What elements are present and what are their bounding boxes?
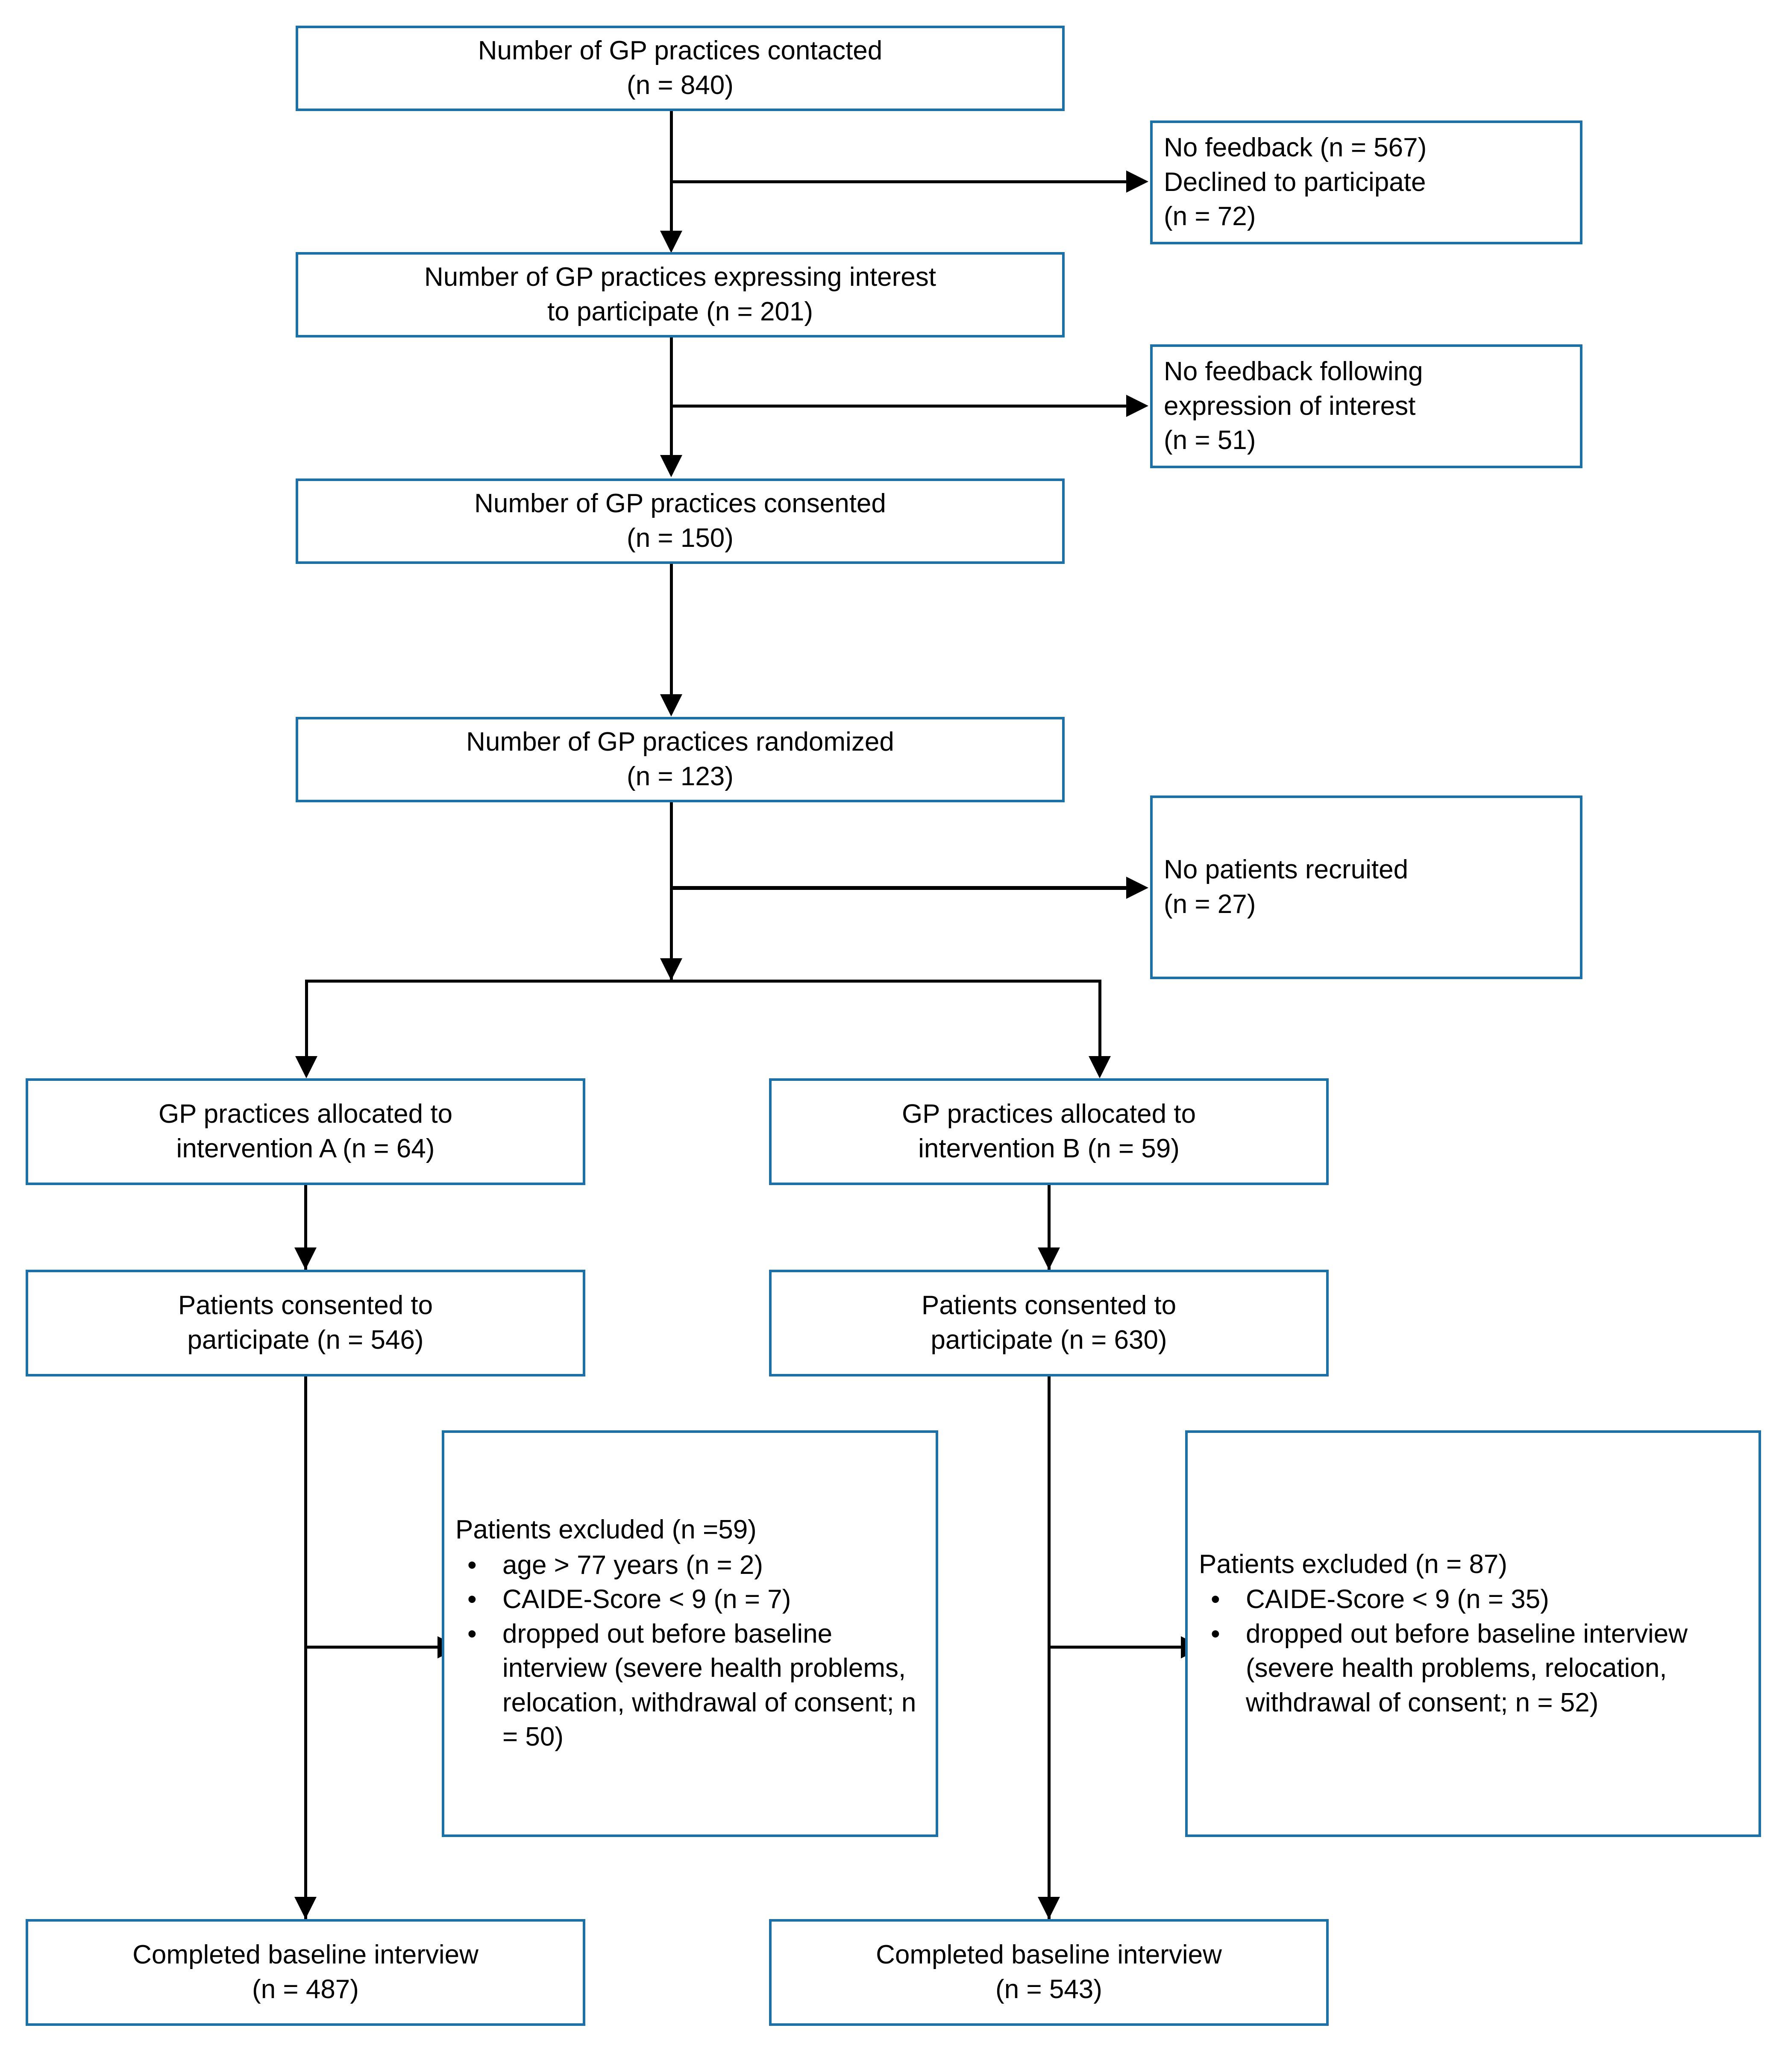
node-practices-randomized-line1: Number of GP practices randomized xyxy=(466,727,894,757)
node-practices-randomized: Number of GP practices randomized (n = 1… xyxy=(296,717,1065,802)
node-allocated-intervention-b: GP practices allocated to intervention B… xyxy=(769,1078,1329,1185)
node-completed-baseline-b-line2: (n = 543) xyxy=(995,1975,1102,2004)
node-patients-excluded-b: Patients excluded (n = 87) CAIDE-Score <… xyxy=(1185,1430,1761,1837)
connector-randomized-to-fork xyxy=(670,802,673,982)
node-no-feedback-following-interest-line3: (n = 51) xyxy=(1164,426,1256,455)
arrowhead-alloc-b-to-consent-b xyxy=(1038,1247,1060,1270)
node-patients-consented-b-line1: Patients consented to xyxy=(921,1291,1177,1321)
arrowhead-randomized-to-fork xyxy=(660,958,682,980)
fork-branch-left xyxy=(305,980,308,1071)
node-no-patients-recruited-line2: (n = 27) xyxy=(1164,889,1256,919)
node-practices-contacted-line1: Number of GP practices contacted xyxy=(478,36,883,66)
list-item: age > 77 years (n = 2) xyxy=(455,1548,925,1583)
node-practices-consented-line2: (n = 150) xyxy=(627,523,734,553)
node-no-feedback-following-interest-line1: No feedback following xyxy=(1164,357,1423,387)
node-allocated-intervention-a-line1: GP practices allocated to xyxy=(158,1099,453,1129)
arrowhead-consent-a-to-baseline-a xyxy=(294,1897,317,1919)
node-completed-baseline-b: Completed baseline interview (n = 543) xyxy=(769,1919,1329,2026)
node-practices-contacted: Number of GP practices contacted (n = 84… xyxy=(296,26,1065,111)
arrowhead-randomized-to-no-patients xyxy=(1126,877,1148,899)
node-no-feedback-following-interest: No feedback following expression of inte… xyxy=(1150,344,1582,468)
node-completed-baseline-b-line1: Completed baseline interview xyxy=(876,1940,1222,1970)
list-item: CAIDE-Score < 9 (n = 7) xyxy=(455,1582,925,1617)
connector-consent-b-to-excluded-b xyxy=(1048,1646,1186,1649)
node-allocated-intervention-a-line2: intervention A (n = 64) xyxy=(176,1134,435,1163)
node-patients-excluded-b-bullets: CAIDE-Score < 9 (n = 35) dropped out bef… xyxy=(1199,1582,1747,1720)
node-no-feedback-declined-line3: (n = 72) xyxy=(1164,202,1256,232)
connector-randomized-to-no-patients xyxy=(670,886,1131,890)
node-completed-baseline-a-line2: (n = 487) xyxy=(252,1975,359,2004)
node-practices-consented-line1: Number of GP practices consented xyxy=(474,489,886,519)
node-practices-consented: Number of GP practices consented (n = 15… xyxy=(296,478,1065,564)
node-patients-consented-a: Patients consented to participate (n = 5… xyxy=(26,1270,585,1376)
node-no-feedback-declined-line2: Declined to participate xyxy=(1164,167,1426,197)
node-patients-excluded-a: Patients excluded (n =59) age > 77 years… xyxy=(442,1430,938,1837)
connector-consented-to-randomized xyxy=(670,564,673,713)
node-completed-baseline-a-line1: Completed baseline interview xyxy=(132,1940,479,1970)
list-item: CAIDE-Score < 9 (n = 35) xyxy=(1199,1582,1747,1617)
node-allocated-intervention-b-line2: intervention B (n = 59) xyxy=(918,1134,1180,1163)
arrowhead-interest-to-consented xyxy=(660,455,682,477)
node-completed-baseline-a: Completed baseline interview (n = 487) xyxy=(26,1919,585,2026)
node-practices-expressing-interest-line1: Number of GP practices expressing intere… xyxy=(424,262,936,292)
node-patients-consented-a-line1: Patients consented to xyxy=(178,1291,433,1321)
arrowhead-fork-right xyxy=(1089,1056,1111,1078)
arrowhead-alloc-a-to-consent-a xyxy=(294,1247,317,1270)
node-no-patients-recruited: No patients recruited (n = 27) xyxy=(1150,795,1582,979)
arrowhead-consented-to-randomized xyxy=(660,694,682,716)
node-no-feedback-following-interest-line2: expression of interest xyxy=(1164,391,1416,421)
node-no-feedback-declined: No feedback (n = 567) Declined to partic… xyxy=(1150,120,1582,244)
connector-consent-a-to-excluded-a xyxy=(304,1646,443,1649)
list-item: dropped out before baseline interview (s… xyxy=(455,1617,925,1755)
connector-alloc-b-to-consent-b xyxy=(1048,1185,1051,1271)
node-patients-excluded-b-title: Patients excluded (n = 87) xyxy=(1199,1549,1508,1579)
node-practices-contacted-line2: (n = 840) xyxy=(627,70,734,100)
arrowhead-contacted-to-interest xyxy=(660,231,682,253)
fork-horizontal-connector xyxy=(305,980,1101,983)
node-patients-consented-b-line2: participate (n = 630) xyxy=(931,1325,1167,1355)
node-patients-consented-b: Patients consented to participate (n = 6… xyxy=(769,1270,1329,1376)
arrowhead-interest-to-nofeedback-following xyxy=(1126,395,1148,417)
connector-contacted-to-nofeedback xyxy=(670,180,1131,183)
node-allocated-intervention-a: GP practices allocated to intervention A… xyxy=(26,1078,585,1185)
connector-contacted-to-interest xyxy=(670,111,673,248)
node-allocated-intervention-b-line1: GP practices allocated to xyxy=(901,1099,1196,1129)
list-item: dropped out before baseline interview (s… xyxy=(1199,1617,1747,1720)
connector-alloc-a-to-consent-a xyxy=(304,1185,307,1271)
node-practices-randomized-line2: (n = 123) xyxy=(627,762,734,791)
node-no-feedback-declined-line1: No feedback (n = 567) xyxy=(1164,133,1427,163)
node-practices-expressing-interest: Number of GP practices expressing intere… xyxy=(296,252,1065,338)
arrowhead-contacted-to-nofeedback xyxy=(1126,170,1148,193)
node-no-patients-recruited-line1: No patients recruited xyxy=(1164,855,1409,885)
node-practices-expressing-interest-line2: to participate (n = 201) xyxy=(547,297,813,326)
fork-branch-right xyxy=(1098,980,1101,1071)
connector-interest-to-nofeedback-following xyxy=(670,405,1131,408)
node-patients-excluded-a-title: Patients excluded (n =59) xyxy=(455,1514,757,1544)
arrowhead-fork-left xyxy=(295,1056,317,1078)
node-patients-consented-a-line2: participate (n = 546) xyxy=(187,1325,424,1355)
arrowhead-consent-b-to-baseline-b xyxy=(1038,1897,1060,1919)
node-patients-excluded-a-bullets: age > 77 years (n = 2) CAIDE-Score < 9 (… xyxy=(455,1548,925,1755)
